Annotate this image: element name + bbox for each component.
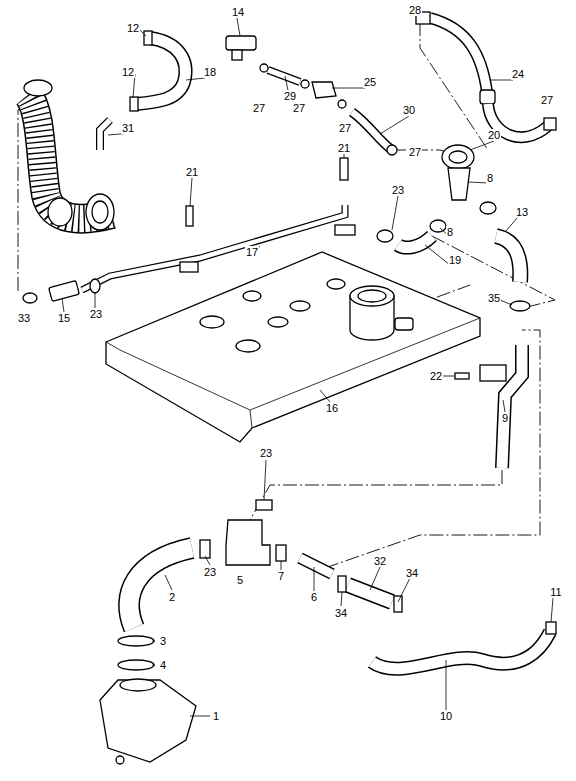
callout-number: 27 [408, 146, 422, 158]
callout-number: 10 [439, 710, 453, 722]
callout-number: 12 [126, 22, 140, 34]
callout-number: 23 [391, 184, 405, 196]
callout-number: 11 [549, 586, 562, 598]
callout-number: 23 [259, 447, 273, 459]
callout-number: 15 [57, 312, 71, 324]
callout-number: 27 [252, 102, 266, 114]
callout-number: 29 [283, 90, 297, 102]
callout-number: 6 [310, 591, 318, 603]
callout-number: 9 [501, 412, 509, 424]
callout-number: 1 [212, 710, 220, 722]
callout-number: 19 [448, 254, 462, 266]
callout-number: 17 [245, 246, 259, 258]
callout-number: 27 [540, 94, 554, 106]
callout-number: 34 [334, 607, 348, 619]
callout-number: 2 [168, 591, 176, 603]
callout-number: 32 [373, 555, 387, 567]
callout-number: 3 [159, 635, 167, 647]
callout-number: 23 [89, 308, 103, 320]
callout-number: 8 [486, 172, 494, 184]
callout-number: 12 [121, 66, 135, 78]
callout-number: 18 [203, 66, 217, 78]
callout-number: 8 [446, 226, 454, 238]
callout-number: 28 [408, 4, 422, 16]
callout-number: 7 [277, 570, 285, 582]
callout-number: 5 [236, 574, 244, 586]
callout-number: 21 [185, 166, 199, 178]
callout-number: 27 [338, 122, 352, 134]
callout-number: 30 [402, 104, 416, 116]
callout-number: 27 [292, 102, 306, 114]
callout-number: 16 [325, 402, 339, 414]
callout-number: 33 [17, 312, 31, 324]
callout-number: 14 [231, 6, 245, 18]
callout-number: 24 [511, 68, 525, 80]
callout-number: 23 [203, 566, 217, 578]
callout-number: 35 [487, 292, 501, 304]
callout-number: 20 [487, 129, 501, 141]
callout-number: 21 [337, 142, 351, 154]
callout-number: 13 [515, 206, 529, 218]
callout-number: 4 [159, 659, 167, 671]
callout-number: 31 [121, 122, 135, 134]
callout-number: 22 [429, 370, 443, 382]
callout-number: 25 [363, 76, 377, 88]
callout-number: 34 [405, 567, 419, 579]
